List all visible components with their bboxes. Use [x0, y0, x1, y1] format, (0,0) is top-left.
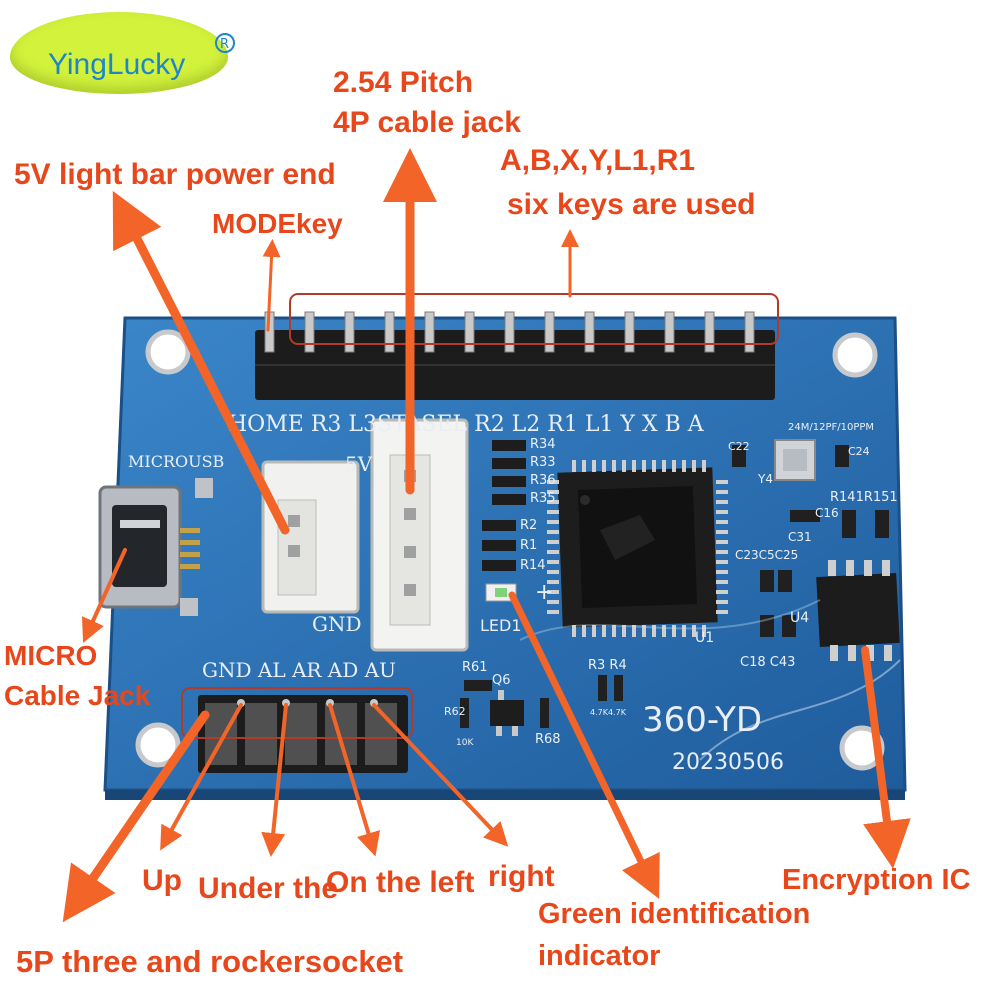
silk-led1: LED1 [480, 616, 522, 635]
arrow-under [261, 703, 288, 857]
transistor-q6 [490, 700, 524, 726]
callout-green-line1: Green identification [538, 898, 811, 930]
callout-up: Up [142, 864, 182, 897]
silk-joystick-labels: GND AL AR AD AU [202, 658, 396, 682]
silk-u1: U1 [695, 630, 715, 646]
arrow-encryption [861, 646, 911, 869]
callout-encryption: Encryption IC [782, 864, 971, 896]
highlight-box-bottom [181, 687, 413, 739]
resistor-column [482, 440, 526, 571]
arrow-mode-key [262, 239, 281, 332]
callout-pitch-line2: 4P cable jack [333, 106, 521, 139]
callout-socket: 5P three and rockersocket [16, 944, 404, 979]
silk-c16: C16 [815, 506, 839, 520]
silk-microusb: MICROUSB [128, 452, 225, 471]
highlight-box-top [289, 293, 779, 345]
silk-r2: R2 [520, 518, 538, 533]
silk-c18c43: C18 C43 [740, 655, 796, 670]
silk-r33: R33 [530, 455, 556, 470]
mount-hole-tl [145, 329, 191, 375]
silk-c22: C22 [728, 440, 750, 453]
silk-r36: R36 [530, 473, 556, 488]
registered-icon: R [215, 33, 235, 53]
silk-r1: R1 [520, 538, 538, 553]
silk-c23c5c25: C23C5C25 [735, 548, 799, 562]
callout-keys-line2: six keys are used [507, 188, 756, 221]
silk-r34: R34 [530, 437, 556, 452]
mount-hole-br [839, 725, 885, 771]
callout-pitch-line1: 2.54 Pitch [333, 66, 474, 99]
silk-5v: 5V [345, 452, 373, 476]
callout-left: On the left [326, 866, 475, 899]
silk-date-code: 20230506 [672, 750, 784, 775]
arrow-up [160, 703, 243, 851]
silk-r35: R35 [530, 491, 556, 506]
silk-r47k: 4.7K4.7K [590, 708, 626, 717]
silk-r68: R68 [535, 732, 561, 747]
silk-r10k: 10K [456, 738, 474, 748]
encryption-ic-chip [816, 560, 900, 661]
svg-text:R: R [220, 37, 229, 52]
callout-mode-key: MODEkey [212, 208, 343, 239]
silk-r61: R61 [462, 660, 488, 675]
brand-name: YingLucky [48, 48, 186, 81]
callout-light-bar: 5V light bar power end [14, 158, 336, 191]
silk-y4: Y4 [758, 472, 773, 486]
arrow-left [328, 703, 381, 857]
callout-keys-line1: A,B,X,Y,L1,R1 [500, 144, 696, 177]
silk-u4: U4 [790, 610, 810, 626]
silk-header-labels: HOME R3 L3STASEL R2 L2 R1 L1 Y X B A [228, 412, 704, 437]
callout-green-line2: indicator [538, 940, 661, 972]
arrow-micro [81, 548, 127, 643]
callout-under: Under the [198, 872, 339, 905]
callout-micro-line2: Cable Jack [4, 680, 151, 711]
brand-logo: YingLucky R [10, 12, 235, 94]
silk-crystal: 24M/12PF/10PPM [788, 422, 875, 433]
silk-model: 360-YD [642, 700, 763, 740]
arrow-green-indicator [508, 591, 660, 899]
mount-hole-bl [135, 722, 181, 768]
mount-hole-tr [832, 332, 878, 378]
callout-right: right [488, 860, 555, 893]
silk-plus: + [535, 580, 554, 605]
silk-r14: R14 [520, 558, 546, 573]
silk-r141r151: R141R151 [830, 490, 898, 505]
pin-header-pins [264, 311, 755, 353]
registered-mark: R [214, 32, 236, 60]
silk-q6: Q6 [492, 673, 511, 688]
silk-c31: C31 [788, 530, 812, 544]
silk-r3r4: R3 R4 [588, 658, 627, 673]
silk-c24: C24 [848, 445, 870, 458]
silk-gnd: GND [312, 612, 362, 636]
main-ic [547, 460, 728, 637]
arrow-right [372, 703, 509, 847]
arrow-socket [62, 710, 210, 923]
callout-micro-line1: MICRO [4, 640, 98, 671]
silk-r62: R62 [444, 705, 466, 718]
arrow-light-bar [112, 190, 290, 535]
